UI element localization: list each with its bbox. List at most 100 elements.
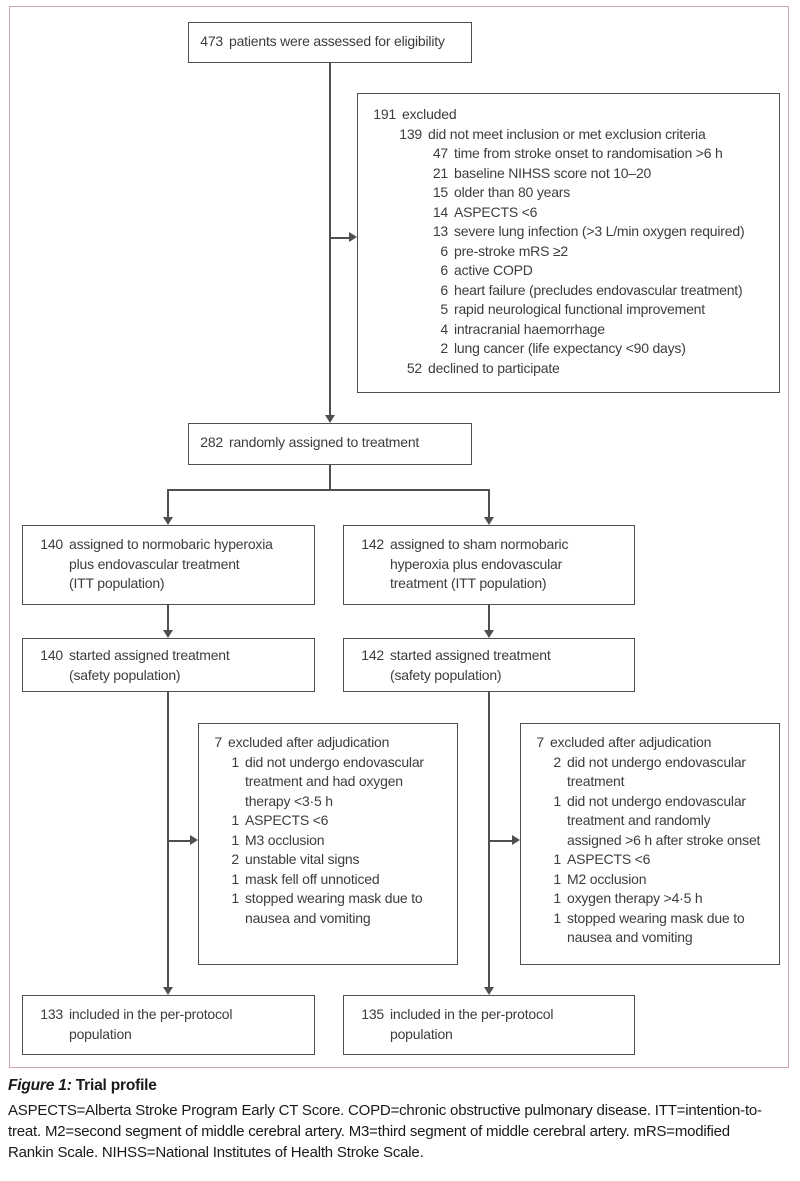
count: 4 (440, 320, 448, 337)
count: 15 (432, 184, 448, 200)
line-text: stopped wearing mask due to nausea and v… (567, 909, 745, 946)
figure-frame-border (9, 6, 789, 1068)
connector-to-itt-right (488, 489, 490, 517)
line-text: active COPD (454, 262, 533, 278)
line-text: stopped wearing mask due to nausea and v… (245, 890, 423, 926)
line-text: did not undergo endovascular treatment a… (567, 792, 761, 848)
flow-line-item: 135 included in the per-protocol populati… (356, 1005, 622, 1044)
line-text: unstable vital signs (245, 851, 360, 867)
flow-line-item: 14 ASPECTS <6 (422, 203, 767, 223)
line-text: ASPECTS <6 (567, 851, 651, 867)
count: 21 (432, 164, 448, 181)
line-text: older than 80 years (454, 184, 571, 200)
count: 1 (231, 890, 239, 906)
figure-label: Figure 1: (8, 1077, 72, 1094)
count: 7 (536, 734, 544, 750)
line-text: ASPECTS <6 (454, 203, 538, 220)
connector-to-itt-left (167, 489, 169, 517)
count: 142 (361, 536, 384, 552)
line-text: lung cancer (life expectancy <90 days) (454, 340, 686, 356)
line-text: rapid neurological functional improvemen… (454, 301, 705, 317)
count: 2 (440, 340, 448, 356)
line-text: M3 occlusion (245, 831, 325, 848)
count: 7 (214, 734, 222, 750)
count: 13 (432, 223, 448, 239)
count: 52 (406, 359, 422, 376)
count: 140 (40, 647, 63, 663)
count: 1 (553, 890, 561, 906)
connector-to-per-protocol-right (488, 692, 490, 987)
line-text: included in the per-protocol population (390, 1006, 554, 1042)
line-text: oxygen therapy >4·5 h (567, 890, 703, 906)
connector-split (167, 489, 490, 491)
connector-randomised-down (329, 465, 331, 490)
line-text: mask fell off unnoticed (245, 870, 380, 887)
line-text: M2 occlusion (567, 870, 647, 887)
count: 1 (553, 870, 561, 887)
line-text: baseline NIHSS score not 10–20 (454, 164, 652, 181)
flow-line-item: 1 did not undergo endovascular treatment … (550, 792, 767, 851)
count: 2 (553, 753, 561, 770)
count: 1 (553, 851, 561, 867)
count: 1 (553, 792, 561, 809)
flow-line-item: 1 M2 occlusion (550, 870, 767, 890)
line-text: did not undergo endovascular treatment a… (245, 753, 424, 809)
line-text: ASPECTS <6 (245, 812, 329, 828)
flow-line-item: 15 older than 80 years (422, 183, 767, 203)
connector-to-excluded (330, 237, 349, 239)
count: 1 (231, 753, 239, 770)
flow-line-item: 282 randomly assigned to treatment (197, 433, 463, 453)
line-text: did not meet inclusion or met exclusion … (428, 125, 706, 142)
line-text: severe lung infection (>3 L/min oxygen r… (454, 223, 745, 239)
arrowhead-down-icon (484, 630, 494, 638)
caption-footnote: ASPECTS=Alberta Stroke Program Early CT … (8, 1102, 762, 1161)
flow-line-item: 13 severe lung infection (>3 L/min oxygen… (422, 222, 767, 242)
arrowhead-right-icon (190, 835, 198, 845)
arrowhead-down-icon (163, 630, 173, 638)
line-text: included in the per-protocol population (69, 1006, 233, 1042)
line-text: heart failure (precludes endovascular tr… (454, 281, 743, 298)
flow-line-item: 140 started assigned treatment (safety po… (35, 646, 302, 685)
count: 6 (440, 242, 448, 259)
count: 139 (399, 125, 422, 142)
count: 191 (373, 106, 396, 122)
connector-to-adjudication-right (488, 840, 512, 842)
arrowhead-right-icon (512, 835, 520, 845)
box-itt-normobaric-hyperoxia: 140 assigned to normobaric hyperoxia plus… (22, 525, 315, 605)
count: 14 (432, 203, 448, 220)
line-text: randomly assigned to treatment (229, 434, 420, 450)
connector-to-safety-left (167, 605, 169, 630)
line-text: assigned to normobaric hyperoxia plus en… (69, 536, 273, 591)
connector-to-safety-right (488, 605, 490, 630)
count: 1 (231, 812, 239, 828)
count: 282 (200, 434, 223, 450)
count: 135 (361, 1006, 384, 1022)
count: 140 (40, 536, 63, 552)
count: 2 (231, 851, 239, 867)
figure-caption: Figure 1: Trial profile ASPECTS=Alberta … (8, 1077, 796, 1163)
arrowhead-down-icon (484, 517, 494, 525)
count: 1 (231, 870, 239, 887)
arrowhead-down-icon (163, 987, 173, 995)
arrowhead-down-icon (163, 517, 173, 525)
line-text: started assigned treatment (safety popul… (69, 647, 230, 683)
